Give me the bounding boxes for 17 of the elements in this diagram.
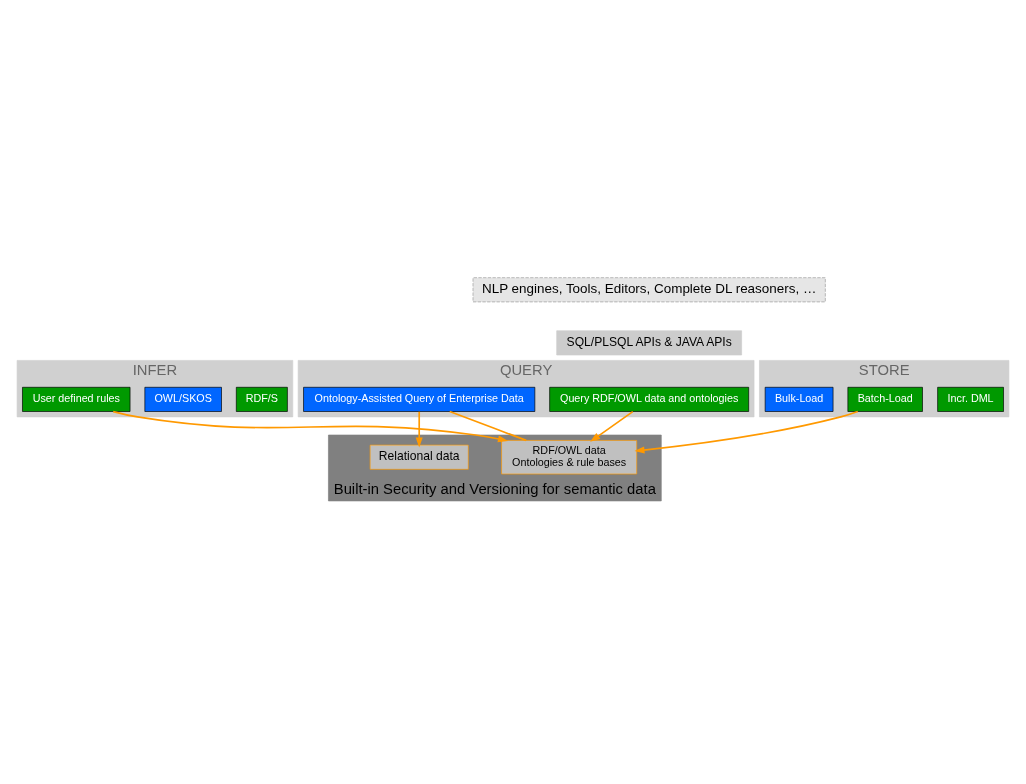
node-box: Ontology-Assisted Query of Enterprise Data: [303, 386, 536, 412]
node-box: Bulk-Load: [764, 386, 834, 412]
arrow: [112, 410, 509, 443]
node-box: NLP engines, Tools, Editors, Complete DL reasoners, …: [472, 277, 826, 303]
node-box: RDF/OWL data Ontologies & rule bases: [501, 440, 638, 475]
node-box: SQL/PLSQL APIs & JAVA APIs: [556, 330, 742, 356]
arrow: [590, 410, 634, 442]
node-box: OWL/SKOS: [144, 386, 222, 412]
arrow: [634, 410, 859, 454]
node-box: User defined rules: [22, 386, 131, 412]
node-box: Batch-Load: [847, 386, 923, 412]
node-box: RDF/S: [235, 386, 288, 412]
arrow: [415, 410, 423, 448]
node-box: Query RDF/OWL data and ontologies: [549, 386, 749, 412]
node-box: Incr. DML: [937, 386, 1004, 412]
connector: [448, 410, 527, 442]
node-box: Relational data: [369, 444, 469, 470]
